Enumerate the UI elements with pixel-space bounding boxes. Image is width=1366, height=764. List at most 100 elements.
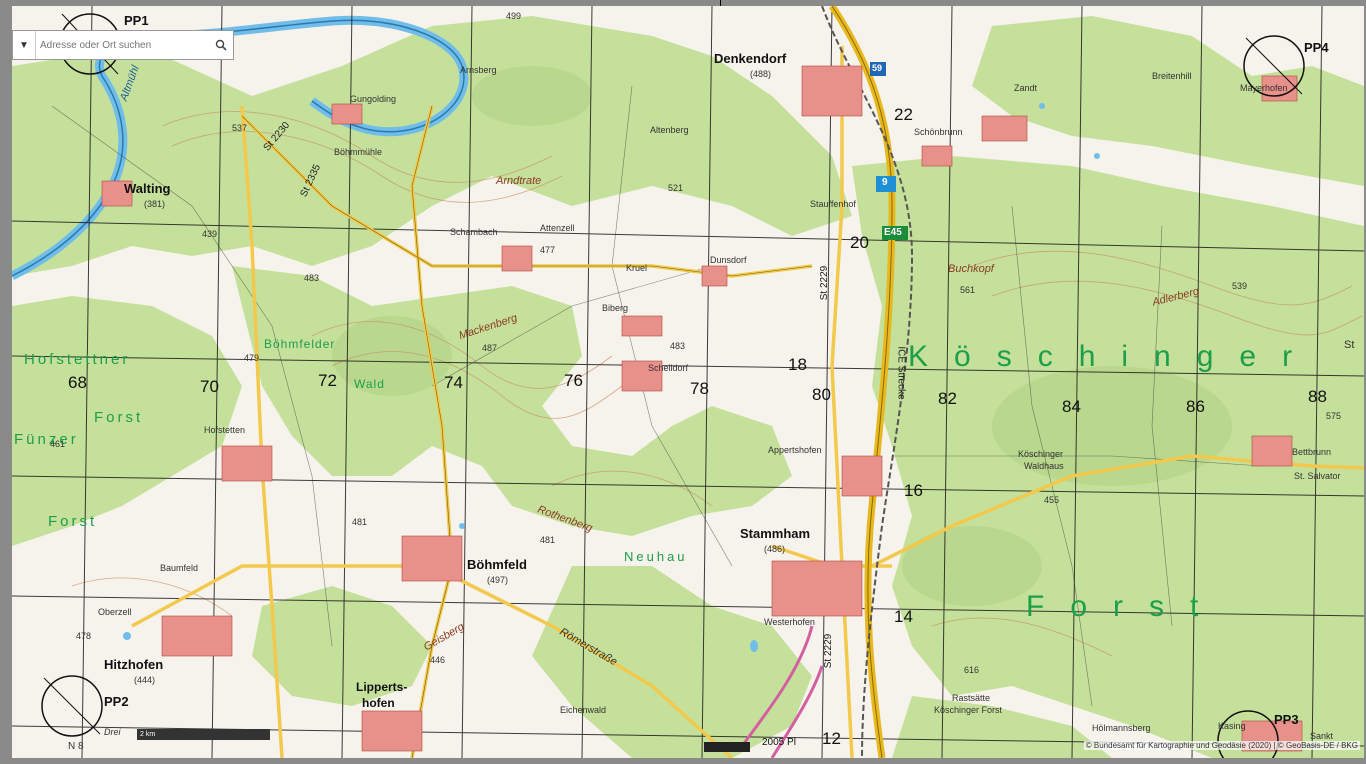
elevation-8: 521: [668, 183, 684, 193]
elevation-12: 575: [1326, 411, 1342, 421]
e45-shield: [882, 226, 908, 240]
terrain-arndtrate: Arndtrate: [496, 175, 542, 187]
place-breitenhill: Breitenhill: [1152, 71, 1192, 81]
ice-railway: [821, 6, 914, 758]
area-hofstettner: Hofstettner: [24, 351, 131, 368]
forest-east-north: [972, 16, 1364, 186]
railway-label-ice: ICE Strecke: [895, 346, 907, 400]
exit-59-shield: [870, 62, 886, 76]
grid-x84: 84: [1062, 397, 1081, 416]
hitzhofen-elevation: (444): [134, 675, 156, 685]
search-dropdown-button[interactable]: ▼: [13, 31, 36, 59]
area-neuhau: Neuhau: [624, 549, 688, 564]
address-search-box[interactable]: ▼: [12, 30, 234, 60]
elevation-5: 479: [244, 353, 260, 363]
search-icon: [215, 39, 227, 51]
town-stammham: Stammham: [740, 526, 811, 541]
map-viewport[interactable]: PP1 PP2 PP3 PP4 Walting (381) Denkendorf…: [12, 6, 1364, 758]
place-eichenwald: Eichenwald: [560, 705, 607, 715]
grid-x70: 70: [200, 377, 219, 396]
place-st-salvator: St. Salvator: [1294, 471, 1341, 481]
exit-59-label: 59: [872, 63, 883, 73]
place-dunsdorf: Dunsdorf: [710, 255, 747, 265]
area-koeschinger: Köschinger: [908, 340, 1319, 373]
forest-south-east: [892, 696, 1112, 758]
elevation-11: 539: [1232, 281, 1248, 291]
elevation-15: 446: [430, 655, 446, 665]
place-appertshofen: Appertshofen: [768, 445, 822, 455]
forest-south-center: [532, 566, 812, 758]
a9-shield-label: 9: [882, 177, 888, 188]
walting-elevation: (381): [144, 199, 166, 209]
elevation-10: 561: [960, 285, 976, 295]
place-bettbrunn: Bettbrunn: [1292, 447, 1332, 457]
topographic-map[interactable]: [12, 6, 1364, 758]
stammham-elevation: (486): [764, 544, 786, 554]
road-label-st2229-south: St 2229: [823, 633, 835, 669]
road-east-west: [871, 454, 1364, 568]
grid-x78: 78: [690, 379, 709, 398]
elevation-17: 499: [506, 11, 522, 21]
place-attenzell: Attenzell: [540, 223, 575, 233]
elevation-16: 481: [540, 535, 556, 545]
terrain-buchkopf: Buchkopf: [948, 263, 994, 275]
forest-darker-patches: [332, 66, 1232, 606]
elevation-7: 477: [540, 245, 556, 255]
pp3-label: PP3: [1274, 712, 1299, 727]
rail-south: [740, 625, 814, 747]
elevation-1: 537: [232, 123, 248, 133]
area-fuenzer: Fünzer: [14, 431, 79, 448]
place-schambach: Schambach: [450, 227, 498, 237]
place-raststaette-2: Köschinger Forst: [934, 705, 1003, 715]
area-wald: Wald: [354, 377, 385, 391]
rail-south-2: [770, 665, 824, 758]
town-lipperts-2: hofen: [362, 696, 395, 710]
place-baumfeld: Baumfeld: [160, 563, 199, 573]
place-westerhofen: Westerhofen: [764, 617, 815, 627]
elevation-4: 483: [304, 273, 320, 283]
elevation-18: 481: [352, 517, 368, 527]
elevation-13: 455: [1044, 495, 1060, 505]
grid-y16: 16: [904, 481, 923, 500]
place-oberzell: Oberzell: [98, 607, 132, 617]
bottom-year-label: 2005 Pl: [762, 737, 796, 748]
elevation-19: 616: [964, 665, 980, 675]
search-button[interactable]: [209, 31, 233, 59]
grid-x74: 74: [444, 373, 463, 392]
grid-x82: 82: [938, 389, 957, 408]
place-boehmmuehle: Böhmmühle: [334, 147, 383, 157]
town-boehmfeld: Böhmfeld: [467, 557, 527, 572]
forest-north: [12, 16, 852, 276]
search-input[interactable]: [36, 39, 209, 51]
a9-shield: [876, 176, 896, 192]
denkendorf-elevation: (488): [750, 69, 772, 79]
pp4-label: PP4: [1304, 40, 1329, 55]
map-bottom-handle[interactable]: [704, 742, 750, 752]
road-st2229: [830, 46, 854, 758]
place-schoenbrunn: Schönbrunn: [914, 127, 963, 137]
town-walting: Walting: [124, 181, 171, 196]
road-hitzhofen: [131, 564, 432, 628]
elevation-2: 461: [50, 439, 66, 449]
grid-y14: 14: [894, 607, 913, 626]
place-schelldorf: Schelldorf: [648, 363, 689, 373]
elevation-14: 478: [76, 631, 92, 641]
forest-areas: [12, 16, 1364, 758]
area-boehmfelder: Böhmfelder: [264, 337, 336, 351]
town-lipperts: Lipperts-: [356, 680, 408, 694]
north-label: N 8: [68, 741, 84, 752]
elevation-3: 439: [202, 229, 218, 239]
e45-shield-label: E45: [884, 227, 902, 238]
grid-y20: 20: [850, 233, 869, 252]
grid-y18: 18: [788, 355, 807, 374]
area-forst-left-2: Forst: [48, 513, 98, 530]
area-forst-big: Forst: [1026, 590, 1225, 623]
map-attribution: © Bundesamt für Kartographie und Geodäsi…: [1083, 741, 1360, 750]
place-sankt: Sankt: [1310, 731, 1334, 741]
pp1-label: PP1: [124, 13, 149, 28]
place-kasing: Kasing: [1218, 721, 1246, 731]
grid-x72: 72: [318, 371, 337, 390]
grid-x88: 88: [1308, 387, 1327, 406]
town-hitzhofen: Hitzhofen: [104, 657, 164, 672]
contour-lines: [71, 111, 1363, 657]
